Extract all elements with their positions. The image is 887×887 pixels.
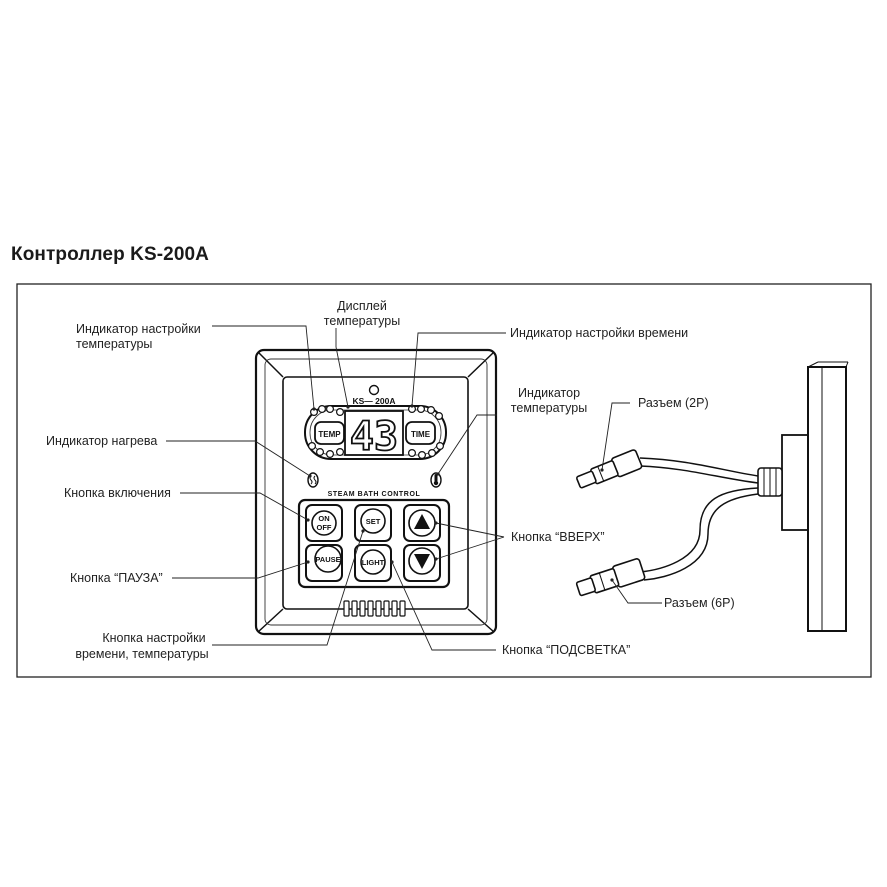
led-icon: [428, 449, 437, 458]
led-icon: [308, 442, 317, 451]
led-icon: [435, 412, 444, 421]
model-label: KS— 200A: [353, 396, 396, 406]
on-label: ON: [318, 514, 329, 523]
diagram-title: Контроллер KS-200A: [11, 244, 210, 265]
callout-dots: [306, 404, 614, 582]
connector-2p: [576, 449, 643, 489]
temperature-indicator-icon: [430, 472, 442, 488]
controller-side-view: [575, 361, 849, 632]
vent-slots: [343, 600, 406, 617]
time-button[interactable]: [405, 421, 436, 445]
pause-button[interactable]: PAUSE: [305, 544, 343, 582]
set-button[interactable]: SET: [354, 504, 392, 542]
light-label: LIGHT: [362, 558, 385, 567]
connector-6p: [575, 558, 646, 597]
led-icon: [336, 448, 345, 457]
set-label: SET: [366, 517, 381, 526]
led-icon: [326, 450, 335, 459]
label-temp-indicator-line2: температуры: [511, 401, 587, 415]
down-button[interactable]: [403, 544, 441, 582]
led-icon: [417, 405, 426, 414]
time-button-label: TIME: [411, 430, 431, 439]
label-pause-button: Кнопка “ПАУЗА”: [70, 571, 163, 585]
label-set-button-line1: Кнопка настройки: [102, 631, 205, 645]
label-connector-2p: Разъем (2Р): [638, 396, 709, 410]
label-power-button: Кнопка включения: [64, 486, 171, 500]
label-temp-setting-line2: температуры: [76, 337, 152, 351]
arrow-up-icon: [414, 514, 430, 529]
arrow-down-icon: [414, 554, 430, 569]
label-connector-6p: Разъем (6Р): [664, 596, 735, 610]
light-button[interactable]: LIGHT: [354, 544, 392, 582]
led-icon: [436, 442, 445, 451]
temperature-display: [344, 410, 404, 456]
callout-lines: [166, 325, 662, 651]
led-icon: [408, 449, 417, 458]
brand-strip: STEAM BATH CONTROL: [328, 491, 421, 498]
display-value: 43: [350, 414, 398, 460]
label-up-button: Кнопка “ВВЕРХ”: [511, 530, 605, 544]
diagram-frame: [16, 283, 872, 678]
controller-front: KS— 200A TEMP TIME 43: [254, 348, 498, 636]
label-temp-setting-line1: Индикатор настройки: [76, 322, 201, 336]
led-icon: [326, 405, 335, 414]
label-temp-indicator-line1: Индикатор: [518, 386, 580, 400]
label-display-line2: температуры: [324, 314, 400, 328]
temp-button[interactable]: [314, 421, 345, 445]
led-icon: [418, 451, 427, 460]
label-time-setting: Индикатор настройки времени: [510, 326, 688, 340]
on-off-button[interactable]: ON OFF: [305, 504, 343, 542]
led-icon: [316, 448, 325, 457]
pause-label: PAUSE: [315, 555, 340, 564]
top-indicator-icon: [368, 384, 380, 396]
label-heating-indicator: Индикатор нагрева: [46, 434, 157, 448]
label-light-button: Кнопка “ПОДСВЕТКА”: [502, 643, 630, 657]
led-icon: [318, 405, 327, 414]
label-set-button-line2: времени, температуры: [75, 647, 208, 661]
off-label: OFF: [317, 523, 332, 532]
temp-button-label: TEMP: [318, 430, 341, 439]
led-icon: [336, 408, 345, 417]
led-icon: [427, 406, 436, 415]
label-display-line1: Дисплей: [337, 299, 387, 313]
